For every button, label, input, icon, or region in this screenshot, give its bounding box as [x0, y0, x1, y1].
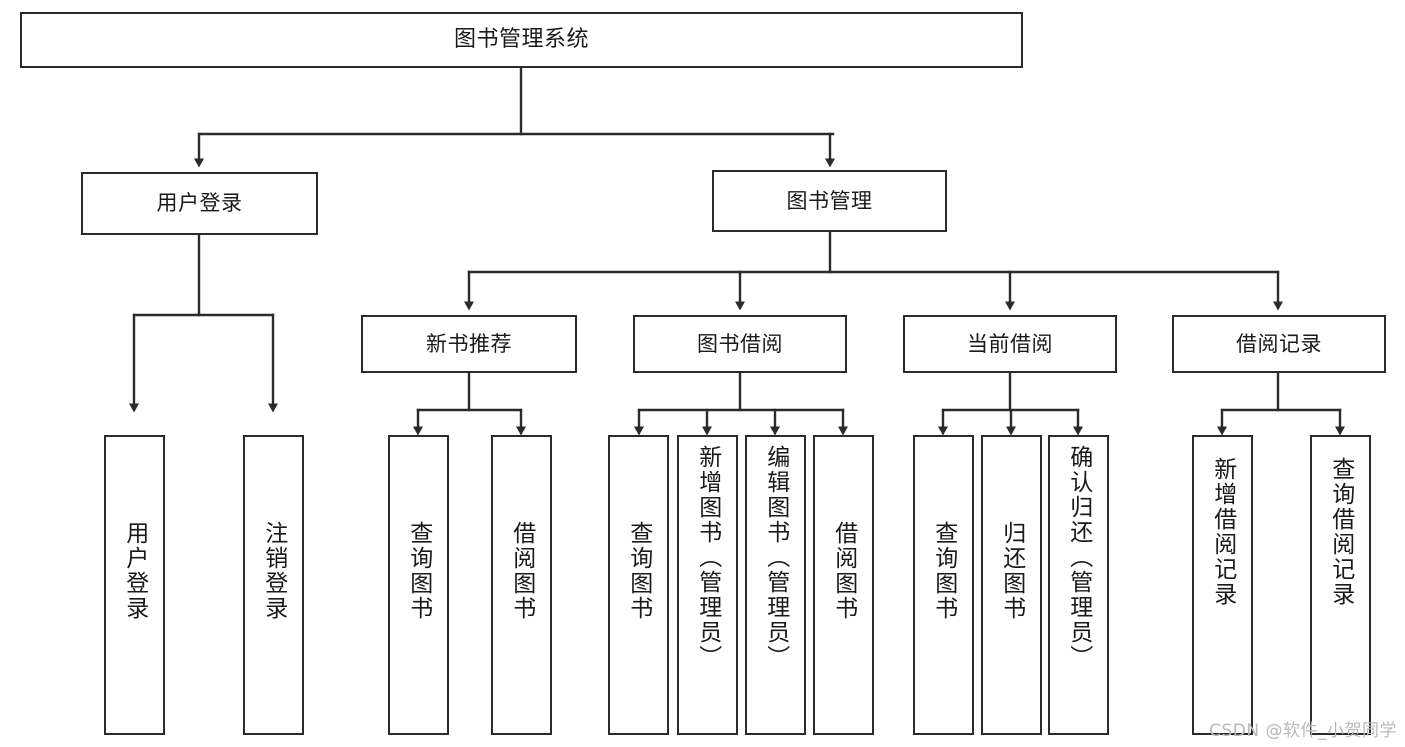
- node-label: 查询图书: [625, 521, 652, 621]
- node-label: 用户登录: [156, 191, 243, 216]
- node-leaf-return-book[interactable]: 归还图书: [981, 435, 1042, 735]
- node-leaf-confirm-return[interactable]: 确认归还（管理员）: [1048, 435, 1109, 735]
- node-leaf-edit-book[interactable]: 编辑图书（管理员）: [745, 435, 806, 735]
- node-label: 图书管理系统: [453, 27, 589, 53]
- node-leaf-user-login[interactable]: 用户登录: [104, 435, 165, 735]
- node-label: 查询图书: [405, 521, 432, 621]
- node-label: 当前借阅: [967, 331, 1053, 356]
- node-label: 用户登录: [121, 521, 148, 621]
- node-label: 编辑图书（管理员）: [762, 445, 789, 670]
- node-leaf-query-book-3[interactable]: 查询图书: [913, 435, 974, 735]
- node-current-borrow[interactable]: 当前借阅: [903, 315, 1117, 373]
- node-leaf-add-book[interactable]: 新增图书（管理员）: [677, 435, 738, 735]
- node-label: 确认归还（管理员）: [1065, 445, 1092, 670]
- node-root-system[interactable]: 图书管理系统: [20, 12, 1023, 68]
- node-label: 借阅图书: [508, 521, 535, 621]
- node-label: 查询借阅记录: [1327, 457, 1354, 607]
- node-label: 新书推荐: [426, 331, 512, 356]
- node-user-login[interactable]: 用户登录: [81, 172, 318, 235]
- node-label: 查询图书: [930, 521, 957, 621]
- node-label: 借阅记录: [1236, 331, 1322, 356]
- node-label: 图书借阅: [697, 331, 783, 356]
- node-leaf-query-book-2[interactable]: 查询图书: [608, 435, 669, 735]
- node-label: 注销登录: [260, 521, 287, 621]
- node-borrow-record[interactable]: 借阅记录: [1172, 315, 1386, 373]
- node-leaf-user-logout[interactable]: 注销登录: [243, 435, 304, 735]
- node-leaf-query-book-1[interactable]: 查询图书: [388, 435, 449, 735]
- node-label: 归还图书: [998, 521, 1025, 621]
- csdn-watermark: CSDN @软件_小贺同学: [1209, 721, 1397, 741]
- node-label: 新增借阅记录: [1209, 457, 1236, 607]
- node-leaf-add-record[interactable]: 新增借阅记录: [1192, 435, 1253, 735]
- node-leaf-borrow-book-2[interactable]: 借阅图书: [813, 435, 874, 735]
- node-book-borrow[interactable]: 图书借阅: [633, 315, 847, 373]
- node-label: 新增图书（管理员）: [694, 445, 721, 670]
- node-label: 图书管理: [786, 188, 873, 213]
- node-label: 借阅图书: [830, 521, 857, 621]
- node-book-manage[interactable]: 图书管理: [712, 170, 947, 232]
- node-leaf-borrow-book-1[interactable]: 借阅图书: [491, 435, 552, 735]
- node-leaf-query-record[interactable]: 查询借阅记录: [1310, 435, 1371, 735]
- node-new-book-recommend[interactable]: 新书推荐: [361, 315, 577, 373]
